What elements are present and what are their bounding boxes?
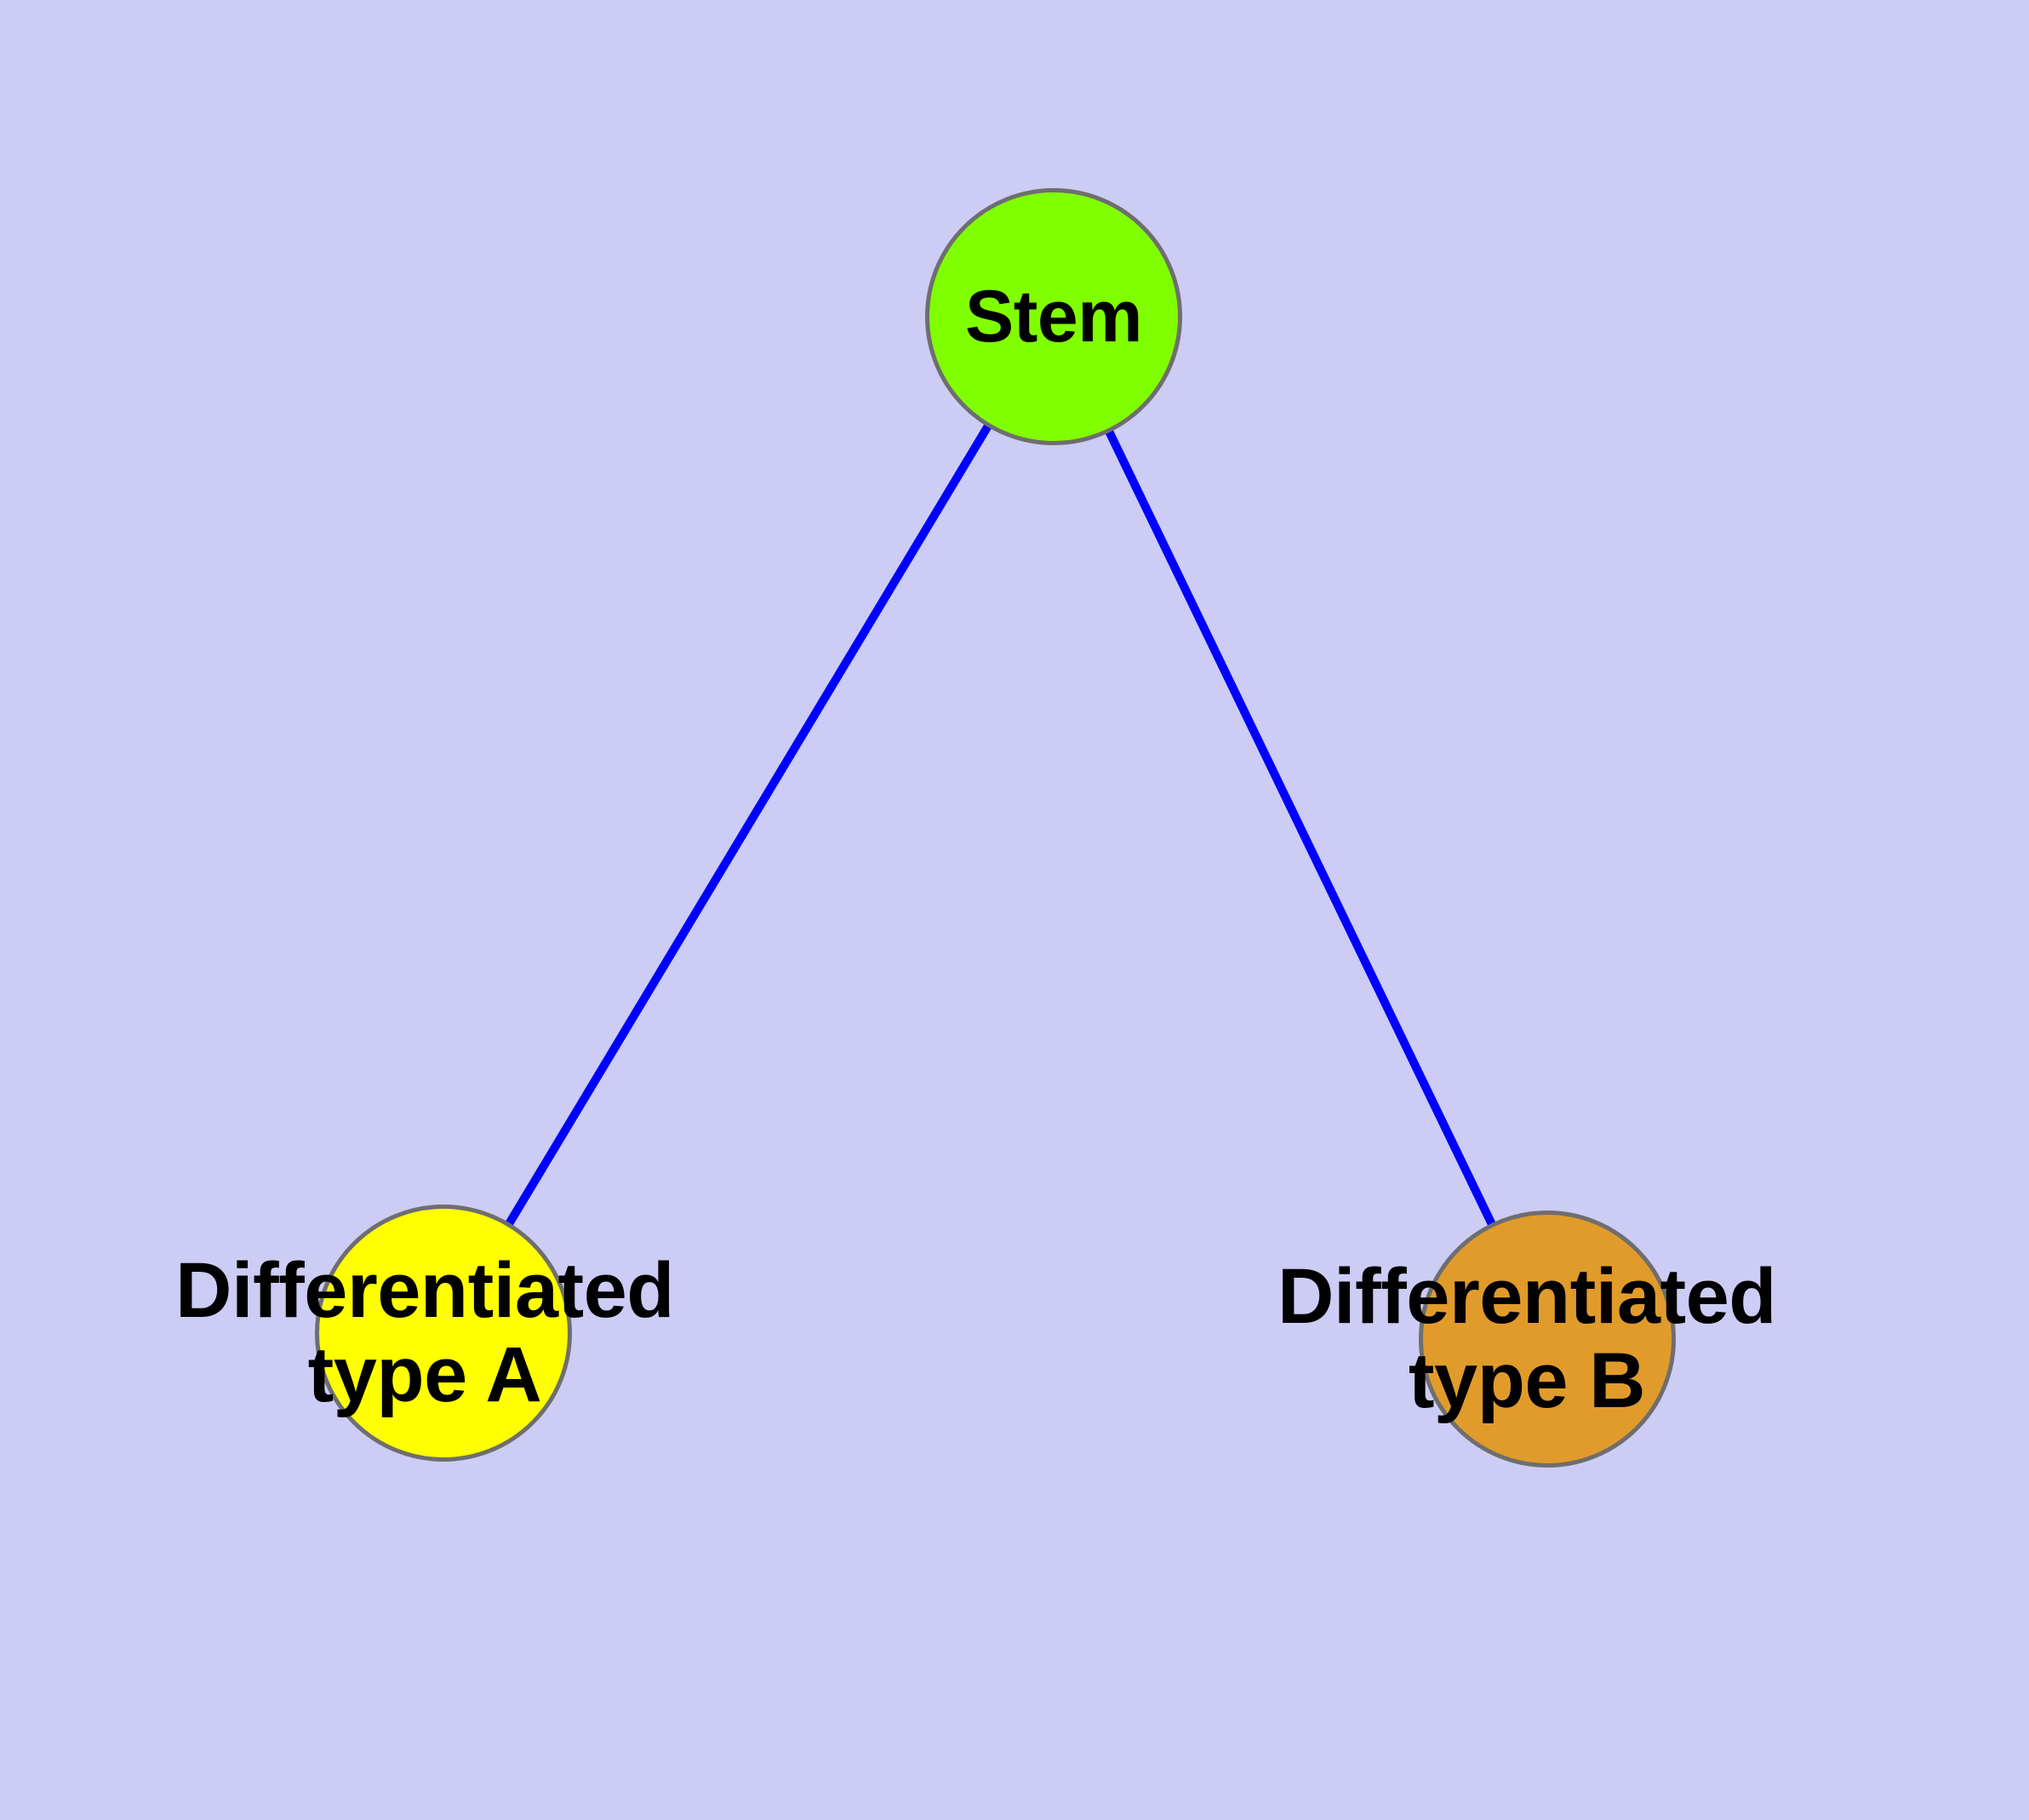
node-differentiated-type-a[interactable] [315,1205,572,1462]
node-differentiated-type-b[interactable] [1419,1210,1676,1468]
edge-stem-to-diff-a[interactable] [439,314,1058,1336]
edge-stem-to-diff-b[interactable] [1049,314,1552,1342]
node-stem[interactable] [925,188,1182,445]
